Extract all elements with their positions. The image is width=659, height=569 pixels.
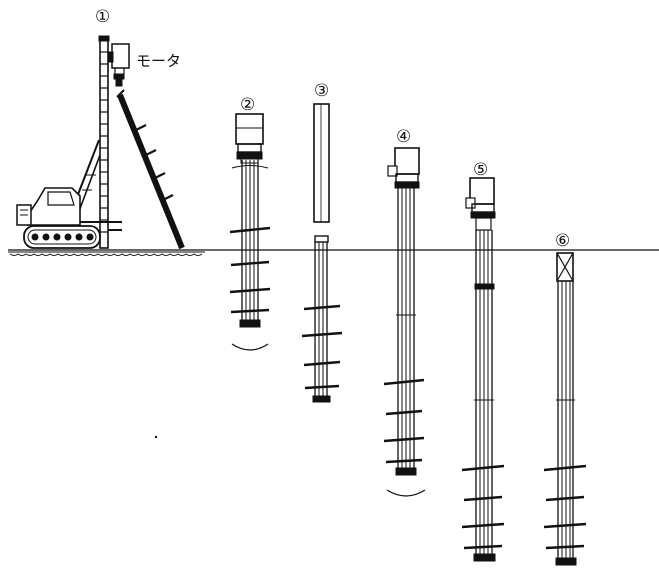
pile-stage-5 <box>461 177 505 562</box>
step-1-label: ① <box>95 7 110 27</box>
pile-stage-6 <box>543 252 587 566</box>
pile-stage-4 <box>383 147 426 497</box>
motor-label: モータ <box>136 52 181 70</box>
stray-dot <box>154 435 158 439</box>
ground-line <box>8 249 659 256</box>
step-4-label: ④ <box>396 127 411 147</box>
pile-stage-3 <box>301 103 343 403</box>
pile-stage-2 <box>229 113 271 351</box>
step-2-label: ② <box>240 95 255 115</box>
pile-driver-rig <box>16 35 185 250</box>
step-3-label: ③ <box>314 81 329 101</box>
step-6-label: ⑥ <box>555 231 570 251</box>
step-5-label: ⑤ <box>473 160 488 180</box>
